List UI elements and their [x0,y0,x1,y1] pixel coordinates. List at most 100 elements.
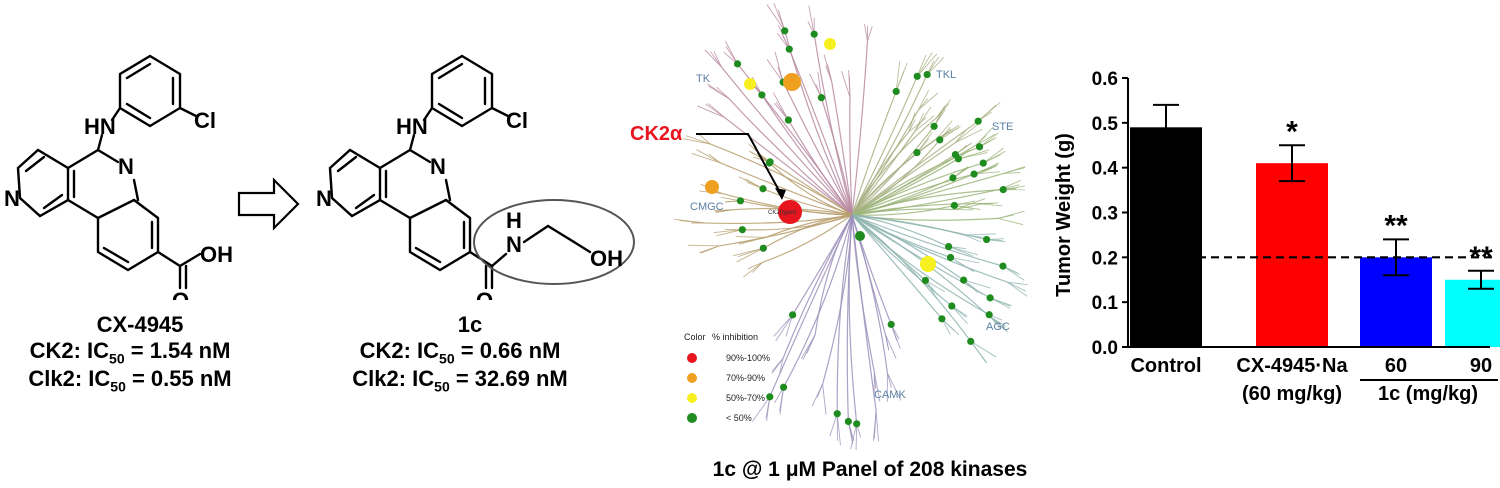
legend-dot-green [687,413,697,423]
kinome-twig [825,65,833,82]
cx4945-ck2-ic50: CK2: IC50 = 1.54 nM [29,338,231,367]
kinome-twig [964,233,996,236]
kinome-twig [736,247,764,263]
kinome-twig [975,133,996,146]
kinome-twig [914,115,935,132]
kinome-branch [849,97,853,216]
kinome-twig [777,25,790,50]
kinome-branch [782,81,853,216]
kinome-twig [867,26,873,42]
kinome-branch [851,172,1005,216]
kinome-branch [742,214,853,231]
kinome-twig [975,126,994,146]
kinome-twig [989,297,1012,306]
group-label-camk: CAMK [874,389,906,401]
kinome-twig [850,423,858,450]
kinome-twig [954,128,983,144]
kinome-twig [954,129,967,143]
kinome-twig [886,372,892,388]
kinome-twig [964,234,982,243]
kinome-twig [773,314,793,337]
kinome-twig [775,314,794,342]
kinome-hit-dot [738,226,746,234]
kinome-twig [700,245,720,254]
kinome-twig [800,334,816,359]
kinome-hit-dot-orange [705,180,719,194]
kinome-branch [851,76,918,216]
kinome-hit-dot [759,244,767,252]
legend-label: 90%-100% [726,353,770,363]
y-axis-label: Tumor Weight (g) [1053,133,1075,297]
kinome-twig [829,413,838,437]
x-category-label: CX-4945·Na [1236,355,1348,377]
kinome-hit-dot [758,91,766,99]
kinome-branch [831,81,853,216]
kinome-branch [851,214,943,320]
kinome-twig [958,149,990,160]
kinome-twig [785,314,794,337]
kinome-branch [851,138,937,216]
legend-header-color: Color [684,332,706,342]
kinome-branch [851,91,897,216]
compound-1c-structure: HN Cl N N O H N OH [316,54,635,300]
kinome-twig [1004,167,1026,174]
y-tick-label: 0.2 [1092,248,1118,269]
kinome-branch [851,214,877,411]
ck2-alpha-label: CK2α [630,123,683,145]
kinome-twig [951,305,968,325]
kinome-branch [851,125,935,216]
kinome-hit-dot [975,143,984,151]
kinome-twig [773,3,786,31]
group-label-agc: AGC [986,321,1010,333]
kinome-twig [917,89,930,111]
kinome-twig [841,70,851,98]
kinome-hit-dot [936,136,944,144]
kinome-twig [751,396,771,422]
kinome-twig [955,202,986,210]
kinome-twig [970,340,997,358]
kinome-branch [851,41,869,216]
nh-atom: HN [84,114,116,139]
kinome-branch [851,117,938,216]
kinome-hit-dot [960,276,968,284]
ck2-node-label: CK2(typeI) [768,210,797,216]
kinome-twig [917,92,939,111]
legend-label: < 50% [726,413,752,423]
kinome-twig [875,410,879,442]
kinome-hit-dot [733,60,742,68]
kinome-hit-dot [985,311,993,319]
kinome-twig [713,229,743,233]
kinome-twig [766,4,786,32]
compound-1c-clk2-ic50: Clk2: IC50 = 32.69 nM [352,366,568,395]
kinome-hit-dot [923,70,931,79]
kinome-hit-dot-orange [783,73,801,91]
kinome-twig [713,51,722,68]
kinome-hit-dot [954,155,962,163]
kinome-twig [808,5,815,35]
kinome-hit-dot [930,122,938,130]
kinome-branch [851,189,1004,216]
legend-label: 50%-70% [726,393,765,403]
kinome-twig [955,198,986,210]
kinome-hit-dot [785,45,793,53]
kinome-twig [809,73,822,98]
kinome-branch [851,214,965,236]
kinome-twig [916,54,927,77]
y-tick-label: 0.4 [1092,159,1119,180]
y-tick-label: 0.0 [1092,338,1118,359]
kinome-twig [708,103,725,118]
kinome-twig [766,59,784,83]
x-category-label: 90 [1470,355,1492,377]
kinome-twig [715,209,733,214]
kinome-hit-dot [946,253,955,262]
kinome-branch [724,116,853,216]
y-tick-label: 0.6 [1092,69,1118,90]
h-atom: H [506,208,522,233]
legend-label: 70%-90% [726,373,765,383]
kinome-twig [743,261,763,278]
nh-atom: HN [396,114,428,139]
kinome-hit-dot [892,87,900,96]
kinome-hit-dot [950,201,958,210]
kinome-twig [925,280,946,293]
legend-dot-orange [687,373,697,383]
